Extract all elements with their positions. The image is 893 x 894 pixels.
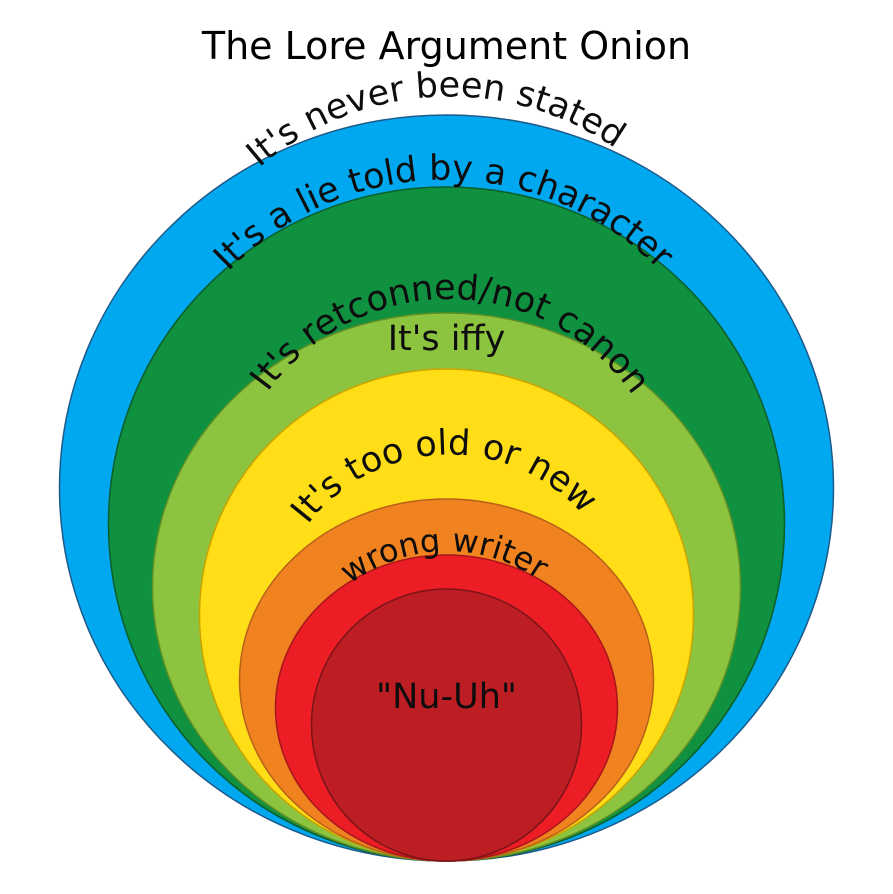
layer-nu-uh-core bbox=[310, 588, 583, 862]
label-nu-uh: "Nu-Uh" bbox=[376, 677, 517, 717]
diagram-title: The Lore Argument Onion bbox=[201, 24, 692, 68]
label-iffy: It's iffy bbox=[388, 319, 506, 359]
